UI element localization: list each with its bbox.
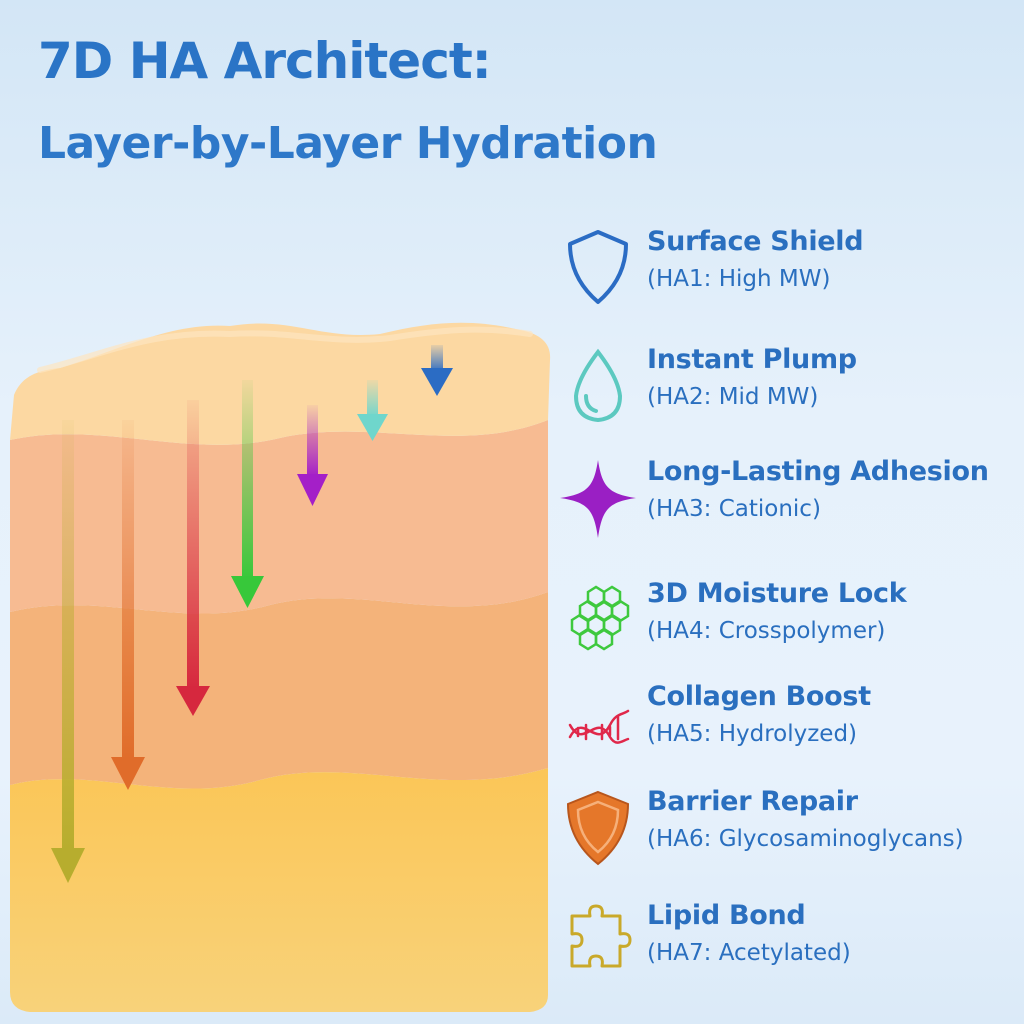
ha4-arrow xyxy=(231,380,264,608)
legend-item-barrier-repair: Barrier Repair (HA6: Glycosaminoglycans) xyxy=(556,786,1024,878)
dna-helix-icon xyxy=(556,681,640,765)
ha1-arrow xyxy=(421,345,453,396)
puzzle-piece-icon xyxy=(556,900,640,984)
legend-name: Lipid Bond xyxy=(647,900,806,931)
legend-name: Surface Shield xyxy=(647,226,864,257)
water-drop-icon xyxy=(556,344,640,428)
legend-detail: (HA6: Glycosaminoglycans) xyxy=(647,826,964,852)
layer-dermis-lower xyxy=(10,592,548,789)
legend-item-collagen-boost: Collagen Boost (HA5: Hydrolyzed) xyxy=(556,681,1024,773)
legend-item-long-lasting-adhesion: Long-Lasting Adhesion (HA3: Cationic) xyxy=(556,456,1024,548)
legend-item-lipid-bond: Lipid Bond (HA7: Acetylated) xyxy=(556,900,1024,992)
legend-item-instant-plump: Instant Plump (HA2: Mid MW) xyxy=(556,344,1024,436)
four-point-star-icon xyxy=(556,456,640,540)
shield-filled-icon xyxy=(556,786,640,870)
ha2-arrow xyxy=(357,380,388,441)
layer-dermis-upper xyxy=(10,420,548,614)
legend-name: Barrier Repair xyxy=(647,786,858,817)
legend-item-3d-moisture-lock: 3D Moisture Lock (HA4: Crosspolymer) xyxy=(556,578,1024,670)
skin-layers-diagram xyxy=(10,322,551,1012)
page-title: 7D HA Architect: xyxy=(38,32,492,90)
legend-detail: (HA5: Hydrolyzed) xyxy=(647,721,858,747)
layer-subcutaneous xyxy=(10,768,548,1012)
penetration-arrows xyxy=(51,345,453,883)
layer-epidermis xyxy=(10,322,551,445)
ha7-arrow xyxy=(51,420,85,883)
shield-outline-icon xyxy=(556,226,640,310)
ha5-arrow xyxy=(176,400,210,716)
legend-item-surface-shield: Surface Shield (HA1: High MW) xyxy=(556,226,1024,318)
legend-detail: (HA7: Acetylated) xyxy=(647,940,851,966)
legend-name: Collagen Boost xyxy=(647,681,871,712)
legend-detail: (HA1: High MW) xyxy=(647,266,831,292)
legend-detail: (HA3: Cationic) xyxy=(647,496,821,522)
page-subtitle: Layer-by-Layer Hydration xyxy=(38,118,658,169)
legend-name: Instant Plump xyxy=(647,344,857,375)
hexagon-lattice-icon xyxy=(556,578,640,662)
legend-name: 3D Moisture Lock xyxy=(647,578,907,609)
legend-detail: (HA4: Crosspolymer) xyxy=(647,618,886,644)
legend-name: Long-Lasting Adhesion xyxy=(647,456,989,487)
legend-detail: (HA2: Mid MW) xyxy=(647,384,819,410)
ha3-arrow xyxy=(297,405,328,506)
ha6-arrow xyxy=(111,420,145,790)
